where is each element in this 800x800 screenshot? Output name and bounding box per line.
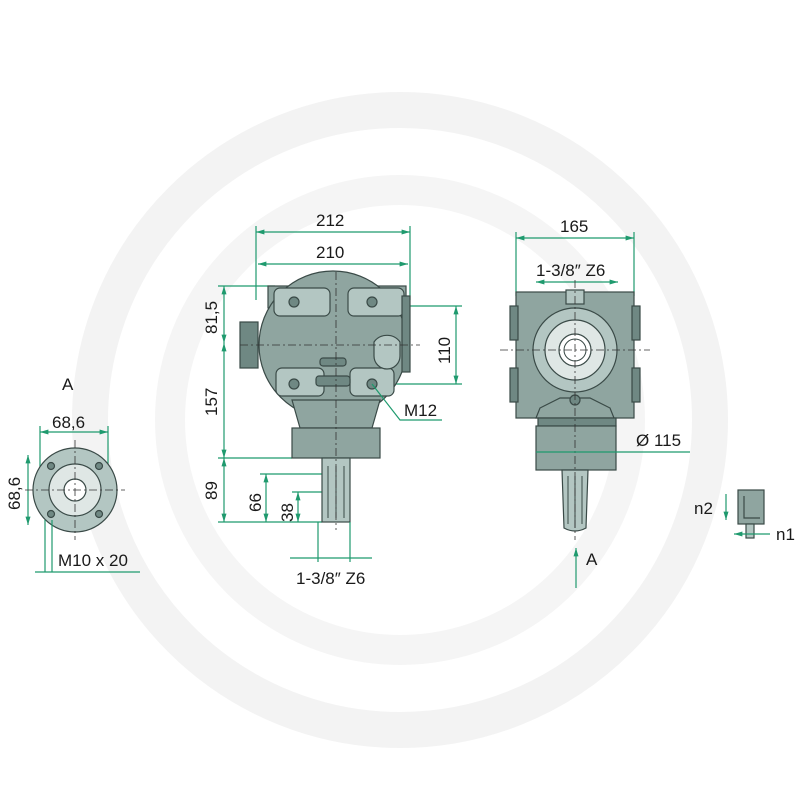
bolt-hole <box>94 461 104 471</box>
side-lug <box>273 287 331 317</box>
legend-shaft <box>745 523 755 539</box>
front-side-boss <box>631 305 641 341</box>
side-shaft-spec: 1-3/8″ Z6 <box>296 569 365 588</box>
front-shaft-spec: 1-3/8″ Z6 <box>536 261 605 280</box>
side-view: 212 210 81,5 157 89 66 38 110 <box>202 211 462 588</box>
front-side-boss <box>509 367 519 403</box>
end-view-width-dim: 68,6 <box>52 413 85 432</box>
legend-box <box>737 489 765 525</box>
side-mid-height: 157 <box>202 388 221 416</box>
front-collar <box>535 425 617 471</box>
bolt-head <box>288 296 300 308</box>
front-collar-top <box>537 417 617 427</box>
front-overall-width: 165 <box>560 217 588 236</box>
shaft-dim-2: 38 <box>278 503 297 522</box>
side-overall-width: 212 <box>316 211 344 230</box>
side-shaft-height: 89 <box>202 481 221 500</box>
side-flange-offset: 110 <box>435 337 454 364</box>
front-view: 165 1-3/8″ Z6 Ø 115 A <box>500 217 690 588</box>
front-diameter: Ø 115 <box>636 431 681 450</box>
bolt-hole <box>46 461 56 471</box>
front-side-boss <box>509 305 519 341</box>
n1-label: n1 <box>776 525 795 544</box>
bolt-head <box>366 296 378 308</box>
end-view-height-dim: 68,6 <box>5 477 24 510</box>
thread-spec: M12 <box>404 401 437 420</box>
shaft-dim-1: 66 <box>246 493 265 512</box>
bolt-spec: M10 x 20 <box>58 551 128 570</box>
side-upper-height: 81,5 <box>202 301 221 334</box>
side-cap <box>373 334 401 370</box>
end-view-title: A <box>62 375 74 394</box>
bolt-hole <box>46 509 56 519</box>
bolt-hole <box>94 509 104 519</box>
side-right-flange <box>401 295 411 373</box>
side-slot <box>319 357 347 367</box>
n2-label: n2 <box>694 499 713 518</box>
side-flange-width: 210 <box>316 243 344 262</box>
watermark-logo <box>72 92 728 748</box>
rotation-legend: n2 n1 <box>694 489 795 544</box>
front-side-boss <box>631 367 641 403</box>
bolt-head <box>288 378 300 390</box>
side-slot <box>315 375 351 387</box>
end-view-a: A 68,6 68,6 M10 x 20 <box>5 375 140 573</box>
view-direction-label: A <box>586 550 598 569</box>
